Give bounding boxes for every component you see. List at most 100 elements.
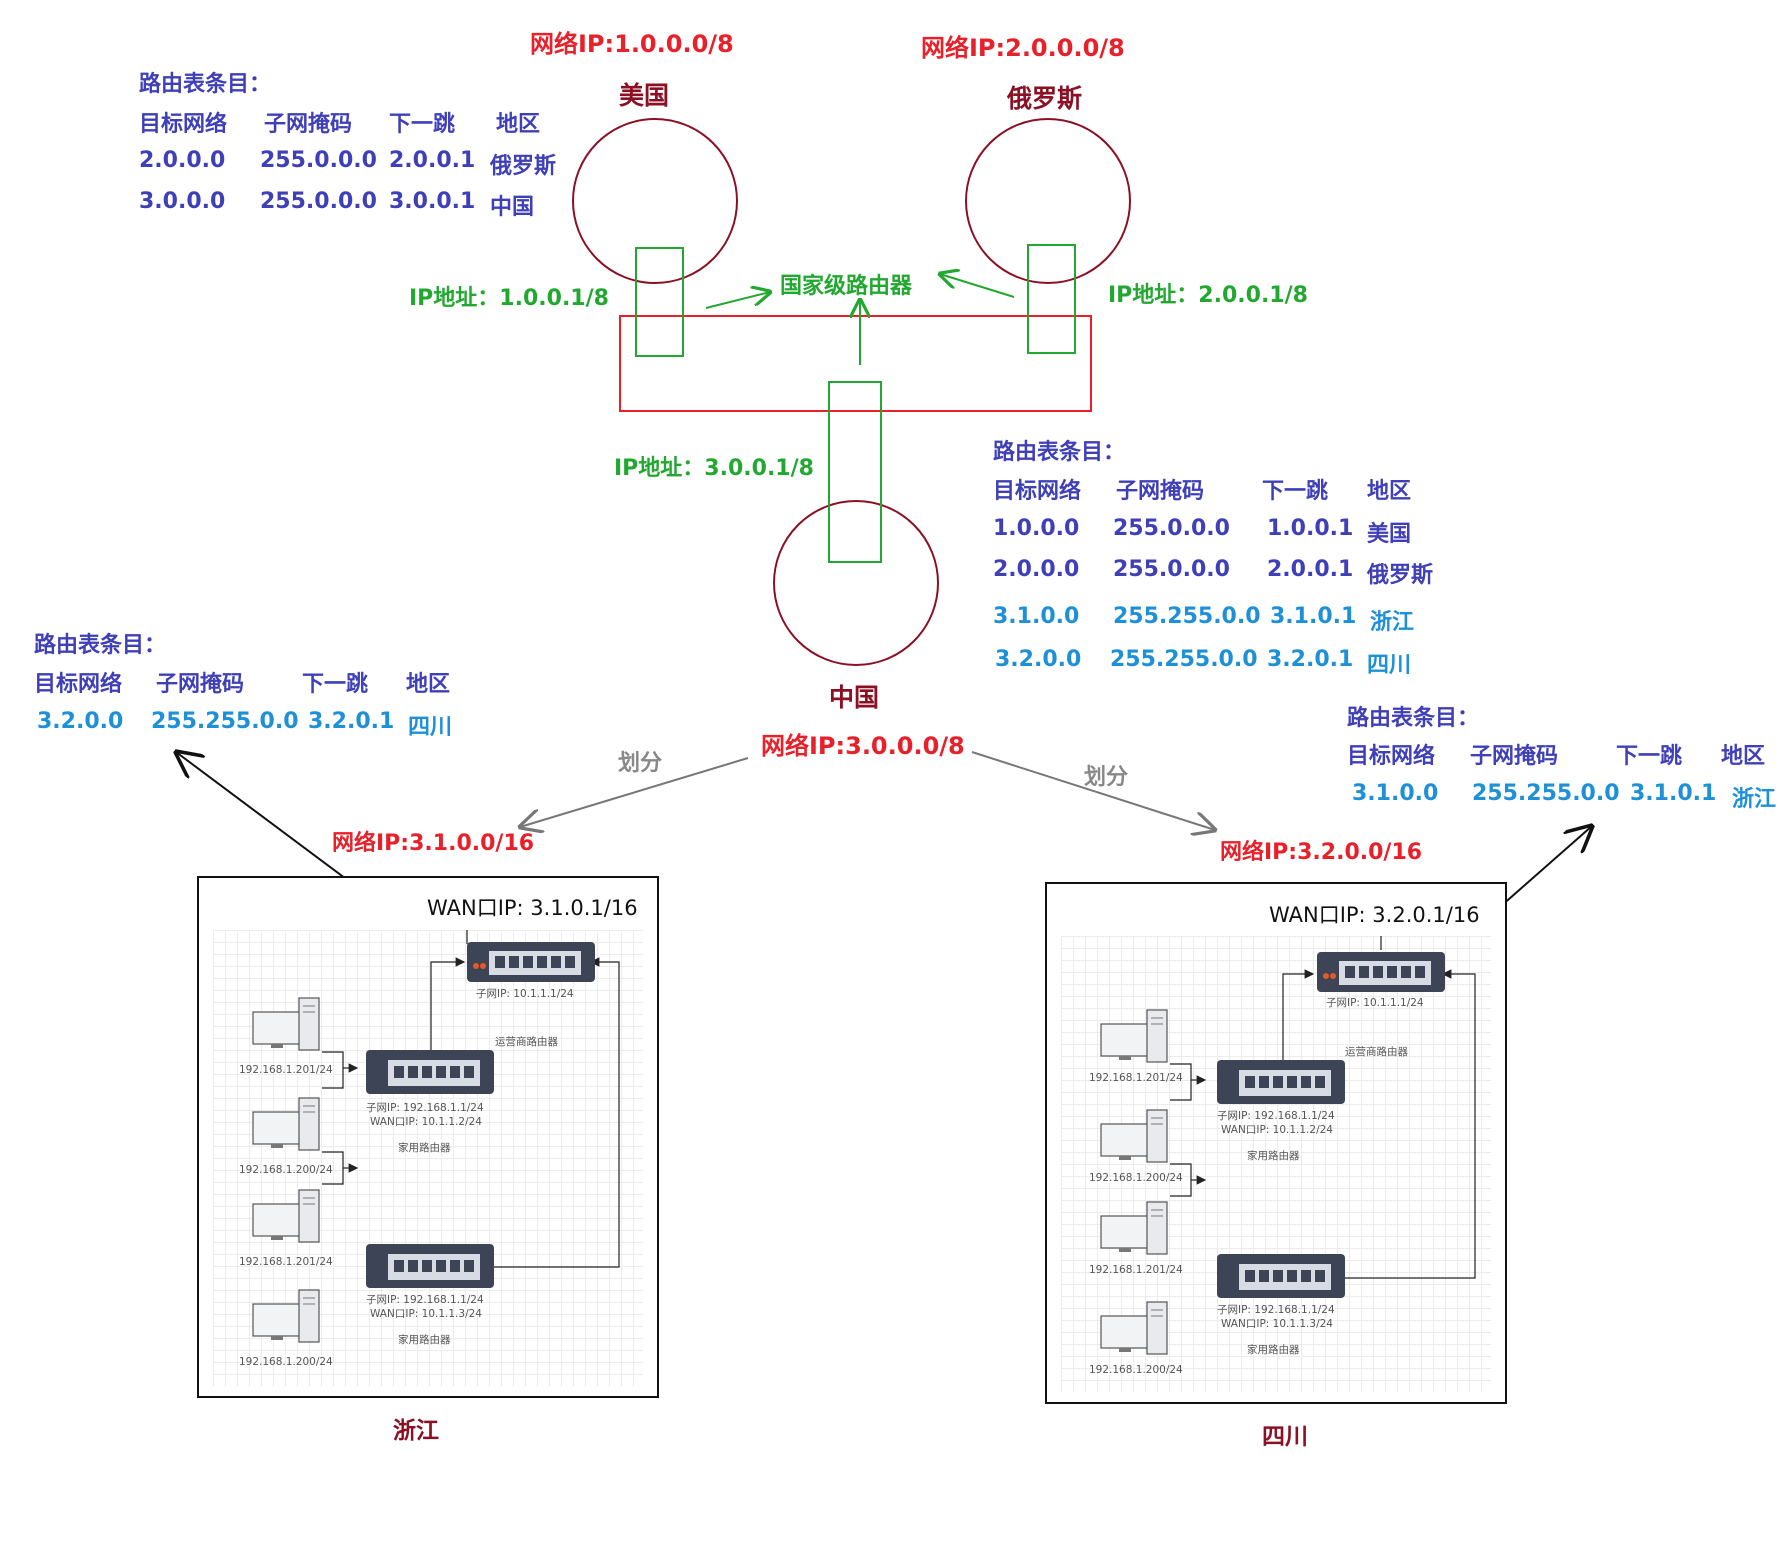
divide-label-right: 划分: [1084, 765, 1129, 790]
russia-to-router-arrow: [940, 274, 1015, 298]
pc-ip: 192.168.1.200/24: [1089, 1172, 1183, 1184]
routing-table-title: 路由表条目：: [993, 440, 1126, 465]
isp-router-icon: [467, 942, 595, 982]
usa-to-router-arrow: [705, 292, 770, 309]
home-router-icon: [1217, 1254, 1345, 1298]
divide-label-left: 划分: [618, 751, 663, 776]
table-cell: 3.1.0.1: [1630, 781, 1717, 806]
sichuan-subnet-box: WAN口IP: 3.2.0.1/16 子: [1045, 882, 1507, 1404]
header-nexthop: 下一跳: [389, 112, 456, 137]
pc-icon: [252, 1097, 320, 1151]
pc-ip: 192.168.1.200/24: [1089, 1364, 1183, 1376]
table-cell: 3.1.0.1: [1270, 604, 1357, 629]
table-cell: 3.2.0.1: [308, 709, 395, 734]
russia-network-ip: 网络IP:2.0.0.0/8: [921, 34, 1125, 62]
table-cell: 255.0.0.0: [1113, 557, 1230, 582]
russia-interface: [1027, 244, 1076, 354]
sichuan-region-label: 四川: [1262, 1424, 1308, 1450]
pc-icon: [1100, 1109, 1168, 1163]
table-cell: 浙江: [1370, 610, 1415, 635]
home-router-wan-ip: WAN口IP: 10.1.1.2/24: [370, 1116, 482, 1128]
table-cell: 浙江: [1732, 787, 1777, 812]
home-router-label: 家用路由器: [398, 1334, 451, 1346]
china-label: 中国: [829, 683, 880, 712]
pc-ip: 192.168.1.200/24: [239, 1164, 333, 1176]
zhejiang-network-ip: 网络IP:3.1.0.0/16: [332, 831, 535, 856]
china-interface: [828, 381, 882, 563]
table-cell: 2.0.0.1: [389, 148, 476, 173]
header-mask: 子网掩码: [1116, 479, 1205, 504]
home-router-wan-ip: WAN口IP: 10.1.1.2/24: [1221, 1124, 1333, 1136]
header-region: 地区: [406, 672, 451, 697]
isp-router-label: 运营商路由器: [495, 1036, 558, 1048]
pc-ip: 192.168.1.201/24: [1089, 1072, 1183, 1084]
pc-icon: [252, 1289, 320, 1343]
pc-ip: 192.168.1.200/24: [239, 1356, 333, 1368]
home-router-subnet-ip: 子网IP: 192.168.1.1/24: [1217, 1304, 1335, 1316]
header-mask: 子网掩码: [264, 112, 353, 137]
pc-ip: 192.168.1.201/24: [239, 1256, 333, 1268]
table-cell: 255.255.0.0: [1110, 647, 1258, 672]
table-cell: 255.0.0.0: [260, 148, 377, 173]
table-cell: 255.0.0.0: [1113, 516, 1230, 541]
home-router-wan-ip: WAN口IP: 10.1.1.3/24: [1221, 1318, 1333, 1330]
divide-arrow-right: [971, 751, 1215, 830]
table-cell: 255.255.0.0: [151, 709, 299, 734]
isp-subnet-ip: 子网IP: 10.1.1.1/24: [1326, 997, 1424, 1009]
header-dest: 目标网络: [34, 672, 123, 697]
header-region: 地区: [496, 112, 541, 137]
table-cell: 255.255.0.0: [1113, 604, 1261, 629]
zhejiang-subnet-box: WAN口IP: 3.1.0.1/16: [197, 876, 659, 1398]
table-cell: 俄罗斯: [1367, 563, 1434, 588]
isp-wan-ip: WAN口IP: 3.1.0.1/16: [427, 896, 638, 920]
usa-interface-ip: IP地址：1.0.0.1/8: [409, 286, 609, 311]
table-cell: 3.1.0.0: [993, 604, 1080, 629]
pc-icon: [252, 1189, 320, 1243]
header-region: 地区: [1367, 479, 1412, 504]
usa-circle: [572, 118, 738, 284]
isp-subnet-ip: 子网IP: 10.1.1.1/24: [476, 988, 574, 1000]
table-cell: 中国: [490, 195, 535, 220]
table-cell: 四川: [1367, 653, 1412, 678]
header-mask: 子网掩码: [156, 672, 245, 697]
routing-table-title: 路由表条目：: [1347, 706, 1480, 731]
usa-label: 美国: [619, 81, 670, 110]
table-cell: 3.2.0.0: [995, 647, 1082, 672]
table-cell: 255.0.0.0: [260, 189, 377, 214]
russia-circle: [965, 118, 1131, 284]
table-cell: 美国: [1367, 522, 1412, 547]
usa-interface: [635, 247, 684, 357]
zhejiang-region-label: 浙江: [393, 1418, 439, 1444]
home-router-icon: [1217, 1060, 1345, 1104]
china-network-ip: 网络IP:3.0.0.0/8: [761, 732, 965, 760]
table-cell: 3.0.0.0: [139, 189, 226, 214]
table-cell: 3.0.0.1: [389, 189, 476, 214]
table-cell: 3.2.0.1: [1267, 647, 1354, 672]
table-cell: 2.0.0.1: [1267, 557, 1354, 582]
sichuan-network-ip: 网络IP:3.2.0.0/16: [1220, 840, 1423, 865]
table-cell: 四川: [408, 715, 453, 740]
home-router-wan-ip: WAN口IP: 10.1.1.3/24: [370, 1308, 482, 1320]
pc-icon: [1100, 1301, 1168, 1355]
home-router-icon: [366, 1050, 494, 1094]
table-cell: 255.255.0.0: [1472, 781, 1620, 806]
pc-ip: 192.168.1.201/24: [239, 1064, 333, 1076]
subnet-wiring: [322, 930, 620, 1268]
russia-label: 俄罗斯: [1007, 84, 1083, 113]
header-dest: 目标网络: [1347, 744, 1436, 769]
china-circle: [773, 500, 939, 666]
china-interface-ip: IP地址：3.0.0.1/8: [614, 456, 814, 481]
home-router-subnet-ip: 子网IP: 192.168.1.1/24: [1217, 1110, 1335, 1122]
pc-icon: [1100, 1201, 1168, 1255]
national-router-label: 国家级路由器: [780, 274, 913, 299]
isp-router-label: 运营商路由器: [1345, 1046, 1408, 1058]
table-cell: 1.0.0.0: [993, 516, 1080, 541]
pc-icon: [252, 997, 320, 1051]
subnet-wiring: [1170, 936, 1476, 1279]
routing-table-title: 路由表条目：: [34, 633, 167, 658]
table-cell: 3.1.0.0: [1352, 781, 1439, 806]
table-cell: 3.2.0.0: [37, 709, 124, 734]
pc-ip: 192.168.1.201/24: [1089, 1264, 1183, 1276]
header-region: 地区: [1721, 744, 1766, 769]
header-nexthop: 下一跳: [1616, 744, 1683, 769]
